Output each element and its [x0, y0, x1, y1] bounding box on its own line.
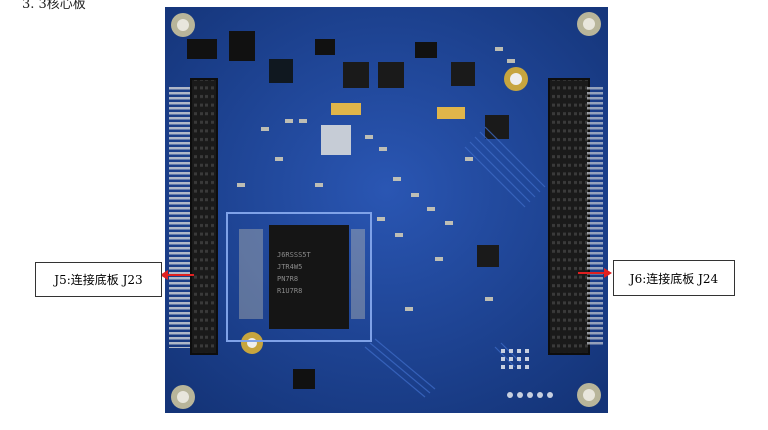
passive-components	[237, 47, 515, 311]
core-board-photo: J6RSSS5T JTR4W5 PN7R8 R1U7R8	[165, 7, 608, 413]
svg-text:J6RSSS5T: J6RSSS5T	[277, 251, 312, 259]
svg-text:JTR4W5: JTR4W5	[277, 263, 302, 271]
section-heading-fragment: 3. 3核心板	[22, 0, 86, 12]
connector-j5	[169, 78, 218, 355]
memory-chip-area: J6RSSS5T JTR4W5 PN7R8 R1U7R8	[226, 212, 372, 342]
left-pointer-arrow-icon	[160, 270, 194, 280]
callout-j5-label: J5:连接底板 J23	[35, 262, 162, 297]
connector-j6	[548, 78, 603, 355]
svg-text:R1U7R8: R1U7R8	[277, 287, 302, 295]
mounting-holes	[171, 12, 601, 409]
svg-text:PN7R8: PN7R8	[277, 275, 298, 283]
callout-j6-label: J6:连接底板 J24	[613, 260, 735, 296]
pcb-traces	[364, 126, 546, 398]
right-pointer-arrow-icon	[578, 268, 612, 278]
top-components	[187, 31, 509, 389]
pad-grid	[501, 349, 553, 398]
